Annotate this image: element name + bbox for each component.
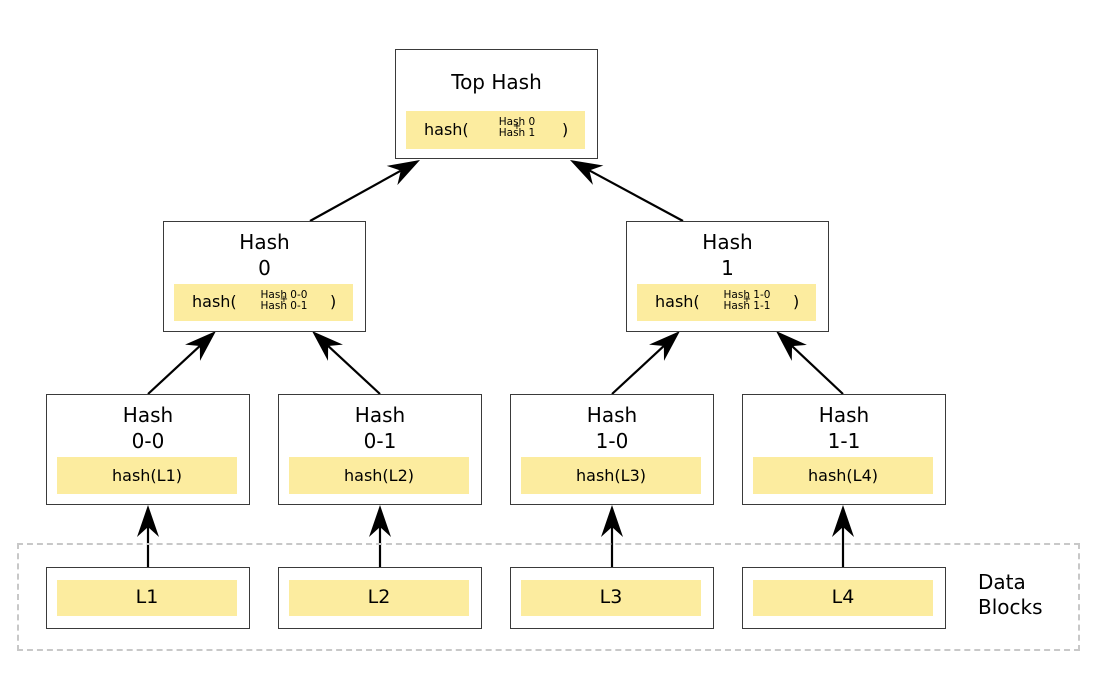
data-block-l2: L2 (278, 567, 482, 629)
arrow-l2-to-hash-0-1 (369, 505, 391, 567)
plus-sign: + (512, 121, 522, 132)
hash-1-node: Hash 1 hash( Hash 1-0 + Hash 1-1 ) (626, 221, 829, 332)
data-blocks-region (17, 543, 1080, 651)
arrow-shaft (588, 169, 684, 222)
operand-second: Hash 0-1 (260, 300, 308, 312)
hash-operands: Hash 0-0 + Hash 0-1 (256, 290, 312, 312)
plus-sign: + (742, 294, 752, 305)
hash-0-1-title-line1: Hash (354, 403, 406, 427)
hash-0-0-value: hash(L1) (112, 466, 182, 485)
hash-function-open: hash( (424, 120, 469, 139)
hash-0-1-node: Hash 0-1 hash(L2) (278, 394, 482, 505)
arrow-hash-1-0-to-hash-1 (611, 331, 680, 395)
hash-0-formula: hash( Hash 0-0 + Hash 0-1 ) (174, 284, 353, 321)
top-hash-title: Top Hash (451, 70, 542, 94)
hash-0-0-node: Hash 0-0 hash(L1) (46, 394, 250, 505)
hash-1-1-title-line1: Hash (818, 403, 870, 427)
data-block-l2-fill: L2 (289, 580, 469, 616)
arrow-l4-to-hash-1-1 (832, 505, 854, 567)
arrow-hash-0-to-top-hash (309, 160, 420, 222)
plus-sign: + (279, 294, 289, 305)
arrow-head (601, 505, 623, 537)
arrow-head (137, 505, 159, 537)
data-block-l1-fill: L1 (57, 580, 237, 616)
arrow-shaft (611, 345, 665, 395)
operand-first: Hash 1-0 (723, 289, 771, 301)
top-hash-node: Top Hash hash( Hash 0 + Hash 1 ) (395, 49, 598, 159)
hash-operands: Hash 0 + Hash 1 (492, 117, 542, 139)
hash-0-1-value-box: hash(L2) (289, 457, 469, 494)
arrow-head (185, 331, 216, 361)
arrow-head (776, 331, 807, 361)
hash-function-close: ) (330, 292, 337, 311)
hash-1-1-value-box: hash(L4) (753, 457, 933, 494)
arrow-l3-to-hash-1-0 (601, 505, 623, 567)
arrow-hash-1-to-top-hash (570, 160, 684, 222)
hash-0-0-title-line2: 0-0 (131, 429, 165, 453)
arrow-head (312, 331, 343, 361)
data-block-l4-label: L4 (831, 586, 855, 608)
arrow-head (369, 505, 391, 537)
hash-function-open: hash( (655, 292, 700, 311)
arrow-shaft (147, 345, 201, 395)
hash-1-title-line1: Hash (702, 230, 753, 254)
hash-1-0-title-line2: 1-0 (595, 429, 629, 453)
arrow-hash-0-1-to-hash-0 (312, 331, 381, 395)
arrow-l1-to-hash-0-0 (137, 505, 159, 567)
arrow-head (649, 331, 680, 361)
hash-1-1-value: hash(L4) (808, 466, 878, 485)
data-block-l3-label: L3 (599, 586, 623, 608)
data-block-l4: L4 (742, 567, 946, 629)
hash-1-0-title-line1: Hash (586, 403, 638, 427)
arrow-hash-0-0-to-hash-0 (147, 331, 216, 395)
data-block-l3-fill: L3 (521, 580, 701, 616)
hash-1-1-title-line2: 1-1 (827, 429, 861, 453)
hash-1-0-node: Hash 1-0 hash(L3) (510, 394, 714, 505)
top-hash-formula: hash( Hash 0 + Hash 1 ) (406, 111, 585, 149)
hash-function-open: hash( (192, 292, 237, 311)
operand-first: Hash 0-0 (260, 289, 308, 301)
data-block-l2-label: L2 (367, 586, 391, 608)
data-block-l1-label: L1 (135, 586, 159, 608)
operand-second: Hash 1-1 (723, 300, 771, 312)
hash-0-1-value: hash(L2) (344, 466, 414, 485)
hash-function-close: ) (562, 120, 569, 139)
hash-1-0-value-box: hash(L3) (521, 457, 701, 494)
arrow-shaft (327, 345, 381, 395)
arrow-head (832, 505, 854, 537)
hash-0-0-title-line1: Hash (122, 403, 174, 427)
hash-operands: Hash 1-0 + Hash 1-1 (719, 290, 775, 312)
hash-0-title-line2: 0 (258, 256, 271, 280)
arrow-shaft (309, 169, 402, 222)
hash-1-title-line2: 1 (721, 256, 734, 280)
arrow-head (570, 160, 604, 185)
hash-0-1-title-line2: 0-1 (363, 429, 397, 453)
hash-1-1-node: Hash 1-1 hash(L4) (742, 394, 946, 505)
hash-1-0-value: hash(L3) (576, 466, 646, 485)
arrow-hash-1-1-to-hash-1 (776, 331, 844, 395)
data-block-l4-fill: L4 (753, 580, 933, 616)
data-blocks-label-line1: Data (978, 570, 1026, 594)
operand-second: Hash 1 (498, 127, 536, 139)
data-blocks-label: Data Blocks (978, 570, 1043, 620)
hash-0-title-line1: Hash (239, 230, 290, 254)
data-blocks-label-line2: Blocks (978, 595, 1043, 619)
data-block-l3: L3 (510, 567, 714, 629)
hash-function-close: ) (793, 292, 800, 311)
hash-0-0-value-box: hash(L1) (57, 457, 237, 494)
data-block-l1: L1 (46, 567, 250, 629)
arrow-shaft (791, 345, 844, 395)
arrow-head (386, 160, 420, 186)
hash-0-node: Hash 0 hash( Hash 0-0 + Hash 0-1 ) (163, 221, 366, 332)
operand-first: Hash 0 (498, 116, 536, 128)
hash-1-formula: hash( Hash 1-0 + Hash 1-1 ) (637, 284, 816, 321)
